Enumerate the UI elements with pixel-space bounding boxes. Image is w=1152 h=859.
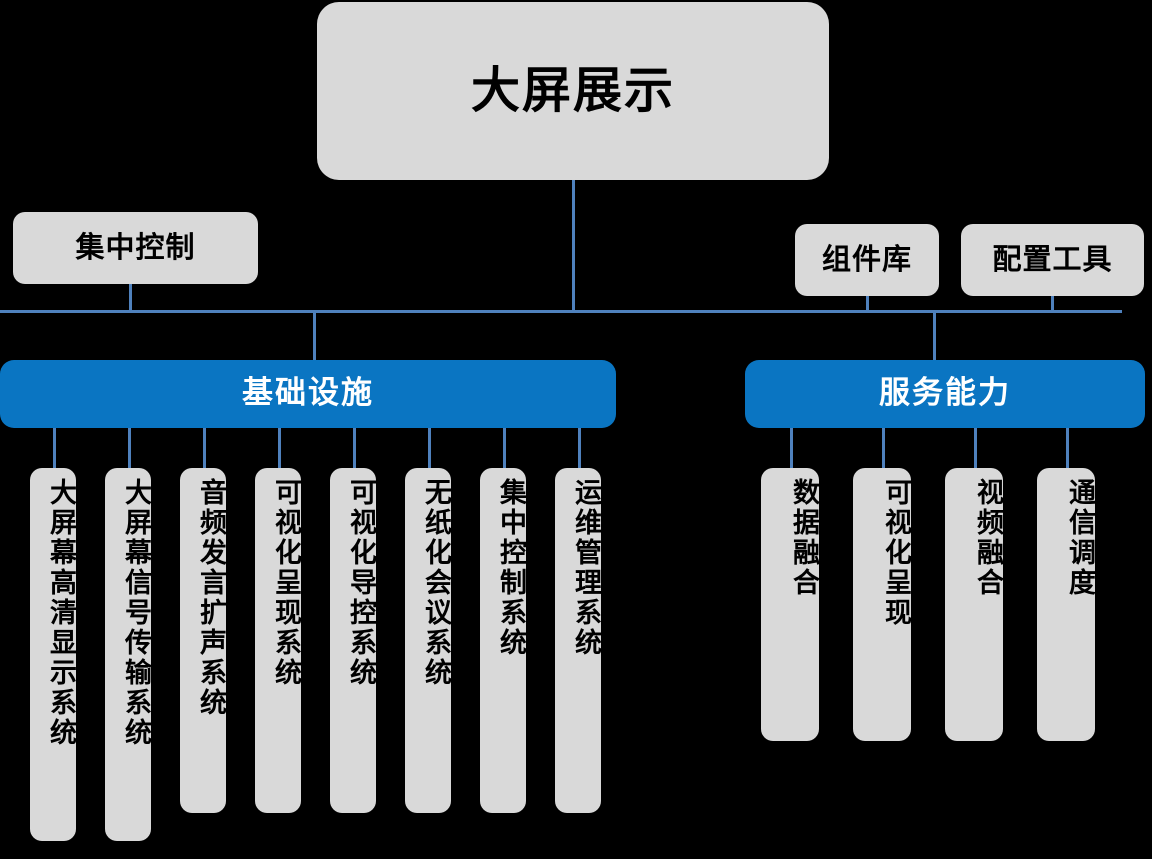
connector-leaf-stem: [1066, 428, 1069, 470]
leaf-node-data-fusion[interactable]: 数据融合: [761, 468, 819, 741]
connector-leaf-stem: [882, 428, 885, 470]
leaf-node-visual-presentation[interactable]: 可视化呈现: [853, 468, 911, 741]
section-bar-service-capability[interactable]: 服务能力: [745, 360, 1145, 428]
connector-leaf-stem: [974, 428, 977, 470]
connector-infrastructure-stem: [313, 310, 316, 362]
connector-leaf-stem: [53, 428, 56, 470]
connector-service-stem: [933, 310, 936, 362]
connector-leaf-stem: [353, 428, 356, 470]
leaf-node-hd-display-system[interactable]: 大屏幕高清显示系统: [30, 468, 76, 841]
connector-leaf-stem: [428, 428, 431, 470]
connector-config-tool-stem: [1051, 296, 1054, 312]
connector-leaf-stem: [203, 428, 206, 470]
connector-leaf-stem: [128, 428, 131, 470]
connector-central-control-stem: [129, 284, 132, 312]
connector-component-lib-stem: [866, 296, 869, 312]
leaf-node-paperless-conference-system[interactable]: 无纸化会议系统: [405, 468, 451, 813]
node-central-control[interactable]: 集中控制: [13, 212, 258, 284]
node-configuration-tool[interactable]: 配置工具: [961, 224, 1144, 296]
connector-root-stem: [572, 180, 575, 313]
leaf-node-video-fusion[interactable]: 视频融合: [945, 468, 1003, 741]
node-component-library[interactable]: 组件库: [795, 224, 939, 296]
leaf-node-operations-management-system[interactable]: 运维管理系统: [555, 468, 601, 813]
leaf-node-visual-guidance-control-system[interactable]: 可视化导控系统: [330, 468, 376, 813]
leaf-node-audio-speech-amplification-system[interactable]: 音频发言扩声系统: [180, 468, 226, 813]
leaf-node-visual-presentation-system[interactable]: 可视化呈现系统: [255, 468, 301, 813]
root-node-big-screen-display[interactable]: 大屏展示: [317, 2, 829, 180]
leaf-node-centralized-control-system[interactable]: 集中控制系统: [480, 468, 526, 813]
connector-leaf-stem: [578, 428, 581, 470]
connector-main-bus: [0, 310, 1122, 313]
leaf-node-signal-transmission-system[interactable]: 大屏幕信号传输系统: [105, 468, 151, 841]
leaf-node-communication-dispatch[interactable]: 通信调度: [1037, 468, 1095, 741]
connector-leaf-stem: [278, 428, 281, 470]
connector-leaf-stem: [503, 428, 506, 470]
section-bar-infrastructure[interactable]: 基础设施: [0, 360, 616, 428]
connector-leaf-stem: [790, 428, 793, 470]
